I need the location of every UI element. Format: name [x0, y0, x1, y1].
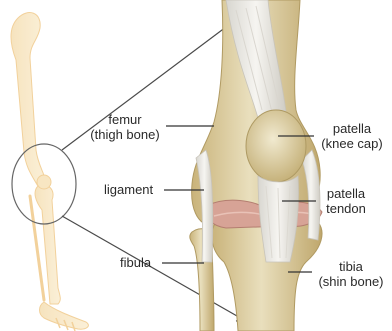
patella-label: patella (knee cap)	[314, 121, 390, 151]
patella-label-line1: patella	[314, 121, 390, 136]
fibula-label: fibula	[120, 255, 151, 270]
full-leg-skeleton	[11, 13, 88, 331]
ligament-label: ligament	[104, 182, 153, 197]
femur-label-line2: (thigh bone)	[84, 127, 166, 142]
tibia-label: tibia (shin bone)	[312, 259, 390, 289]
patella-tendon-label-line1: patella	[316, 186, 376, 201]
patella-bone	[246, 110, 306, 182]
femur-label: femur (thigh bone)	[84, 112, 166, 142]
tibia-label-line1: tibia	[312, 259, 390, 274]
femur-label-line1: femur	[84, 112, 166, 127]
patella-label-line2: (knee cap)	[314, 136, 390, 151]
tibia-label-line2: (shin bone)	[312, 274, 390, 289]
patella-tendon-label: patella tendon	[316, 186, 376, 216]
knee-detail	[190, 0, 322, 331]
patella-tendon-label-line2: tendon	[316, 201, 376, 216]
